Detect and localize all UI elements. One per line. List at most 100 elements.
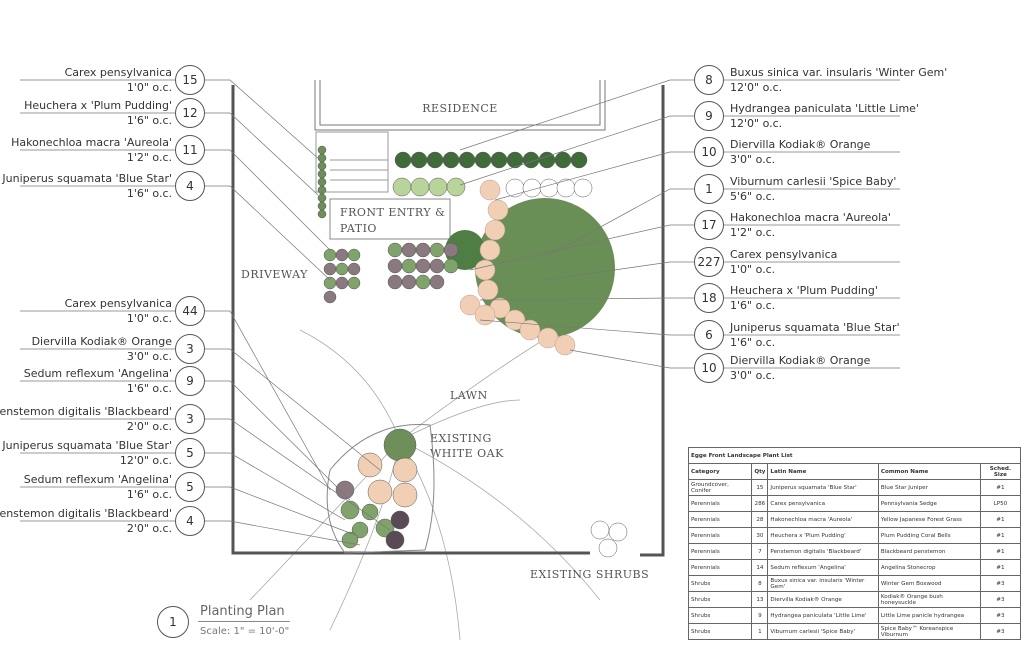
cell-qty: 15 xyxy=(751,479,769,496)
existing-shrub xyxy=(608,522,628,542)
front-entry-label-2: PATIO xyxy=(340,222,377,235)
cell-qty: 286 xyxy=(751,495,769,512)
callout-qty-circle: 9 xyxy=(694,101,724,131)
cell-category: Perennials xyxy=(687,527,753,544)
callout-plant-name: Heuchera x 'Plum Pudding' xyxy=(24,99,172,112)
diervilla-plant xyxy=(519,319,541,341)
perennial-plant xyxy=(415,274,431,290)
boxwood-plant xyxy=(458,151,476,169)
callout-spacing: 1'2" o.c. xyxy=(730,226,776,239)
carex-plant xyxy=(317,209,327,219)
callout-plant-name: Penstemon digitalis 'Blackbeard' xyxy=(0,405,172,418)
callout-plant-name: Hakonechloa macra 'Aureola' xyxy=(11,136,172,149)
table-header-row: Category Qty Latin Name Common Name Sche… xyxy=(687,463,1022,480)
perennial-plant xyxy=(401,242,417,258)
callout-spacing: 3'0" o.c. xyxy=(730,153,776,166)
perennial-plant xyxy=(401,258,417,274)
oak-bed-plant xyxy=(341,531,359,549)
oak-bed-plant xyxy=(392,457,418,483)
callout-qty-circle: 6 xyxy=(694,320,724,350)
carex-plant xyxy=(317,193,327,203)
cell-qty: 8 xyxy=(751,575,769,592)
cell-common: Winter Gem Boxwood xyxy=(877,575,981,592)
boxwood-plant xyxy=(554,151,572,169)
cell-common: Blue Star Juniper xyxy=(877,479,981,496)
callout-qty-circle: 4 xyxy=(175,171,205,201)
cell-qty: 14 xyxy=(751,559,769,576)
cell-qty: 28 xyxy=(751,511,769,528)
carex-plant xyxy=(317,161,327,171)
perennial-plant xyxy=(335,248,349,262)
callout-plant-name: Juniperus squamata 'Blue Star' xyxy=(2,439,172,452)
oak-bed-plant xyxy=(367,479,393,505)
carex-plant xyxy=(317,153,327,163)
plan-title: Planting Plan xyxy=(200,604,285,619)
existing-shrub xyxy=(539,178,559,198)
callout-qty-circle: 3 xyxy=(175,334,205,364)
callout-leaders xyxy=(20,79,900,546)
callout-spacing: 1'6" o.c. xyxy=(730,336,776,349)
callout-qty-circle: 44 xyxy=(175,296,205,326)
carex-plant xyxy=(317,145,327,155)
callout-qty-circle: 3 xyxy=(175,404,205,434)
existing-shrub xyxy=(573,178,593,198)
cell-common: Angelina Stonecrop xyxy=(877,559,981,576)
callout-spacing: 1'2" o.c. xyxy=(126,151,172,164)
perennial-plant xyxy=(347,262,361,276)
callout-plant-name: Sedum reflexum 'Angelina' xyxy=(23,473,172,486)
col-latin-name: Latin Name xyxy=(767,463,879,480)
diervilla-plant xyxy=(477,279,499,301)
title-underline xyxy=(198,621,290,622)
callout-plant-name: Juniperus squamata 'Blue Star' xyxy=(2,172,172,185)
plan-scale: Scale: 1" = 10'-0" xyxy=(200,626,290,637)
callout-spacing: 12'0" o.c. xyxy=(730,117,783,130)
callout-qty-circle: 17 xyxy=(694,210,724,240)
cell-category: Perennials xyxy=(687,559,753,576)
cell-common: Blackbeard penstemon xyxy=(877,543,981,560)
plant-list-title: Egge Front Landscape Plant List xyxy=(688,447,1021,464)
callout-plant-name: Diervilla Kodiak® Orange xyxy=(730,138,871,151)
cell-qty: 9 xyxy=(751,607,769,624)
callout-plant-name: Juniperus squamata 'Blue Star' xyxy=(730,321,900,334)
perennial-plant xyxy=(323,276,337,290)
cell-latin: Juniperus squamata 'Blue Star' xyxy=(767,479,879,496)
callout-qty-circle: 12 xyxy=(175,98,205,128)
cell-category: Perennials xyxy=(687,543,753,560)
callout-plant-name: Hakonechloa macra 'Aureola' xyxy=(730,211,891,224)
cell-category: Shrubs xyxy=(687,623,753,640)
callout-plant-name: Hydrangea paniculata 'Little Lime' xyxy=(730,102,919,115)
cell-size: #3 xyxy=(979,623,1022,640)
oak-bed-plant xyxy=(383,428,417,462)
callout-spacing: 1'0" o.c. xyxy=(730,263,776,276)
plant-symbols xyxy=(317,145,628,558)
perennial-plant xyxy=(443,242,459,258)
oak-bed-plant xyxy=(390,510,410,530)
callout-qty-circle: 11 xyxy=(175,135,205,165)
lawn-label: LAWN xyxy=(450,389,488,402)
callout-spacing: 3'0" o.c. xyxy=(126,350,172,363)
cell-size: #3 xyxy=(979,575,1022,592)
cell-category: Shrubs xyxy=(687,591,753,608)
callout-spacing: 1'0" o.c. xyxy=(126,312,172,325)
diervilla-plant xyxy=(479,179,501,201)
cell-category: Perennials xyxy=(687,511,753,528)
existing-oak-label-1: EXISTING xyxy=(430,432,492,445)
cell-common: Kodiak® Orange bush honeysuckle xyxy=(877,591,981,608)
callout-spacing: 1'6" o.c. xyxy=(126,382,172,395)
viburnum-plant xyxy=(475,198,615,338)
existing-shrub xyxy=(598,538,618,558)
callout-qty-circle: 15 xyxy=(175,65,205,95)
front-entry-label-1: FRONT ENTRY & xyxy=(340,206,445,219)
hydrangea-plant xyxy=(410,177,430,197)
existing-shrub xyxy=(556,178,576,198)
boxwood-plant xyxy=(474,151,492,169)
cell-latin: Hakonechloa macra 'Aureola' xyxy=(767,511,879,528)
cell-qty: 13 xyxy=(751,591,769,608)
callout-plant-name: Sedum reflexum 'Angelina' xyxy=(23,367,172,380)
